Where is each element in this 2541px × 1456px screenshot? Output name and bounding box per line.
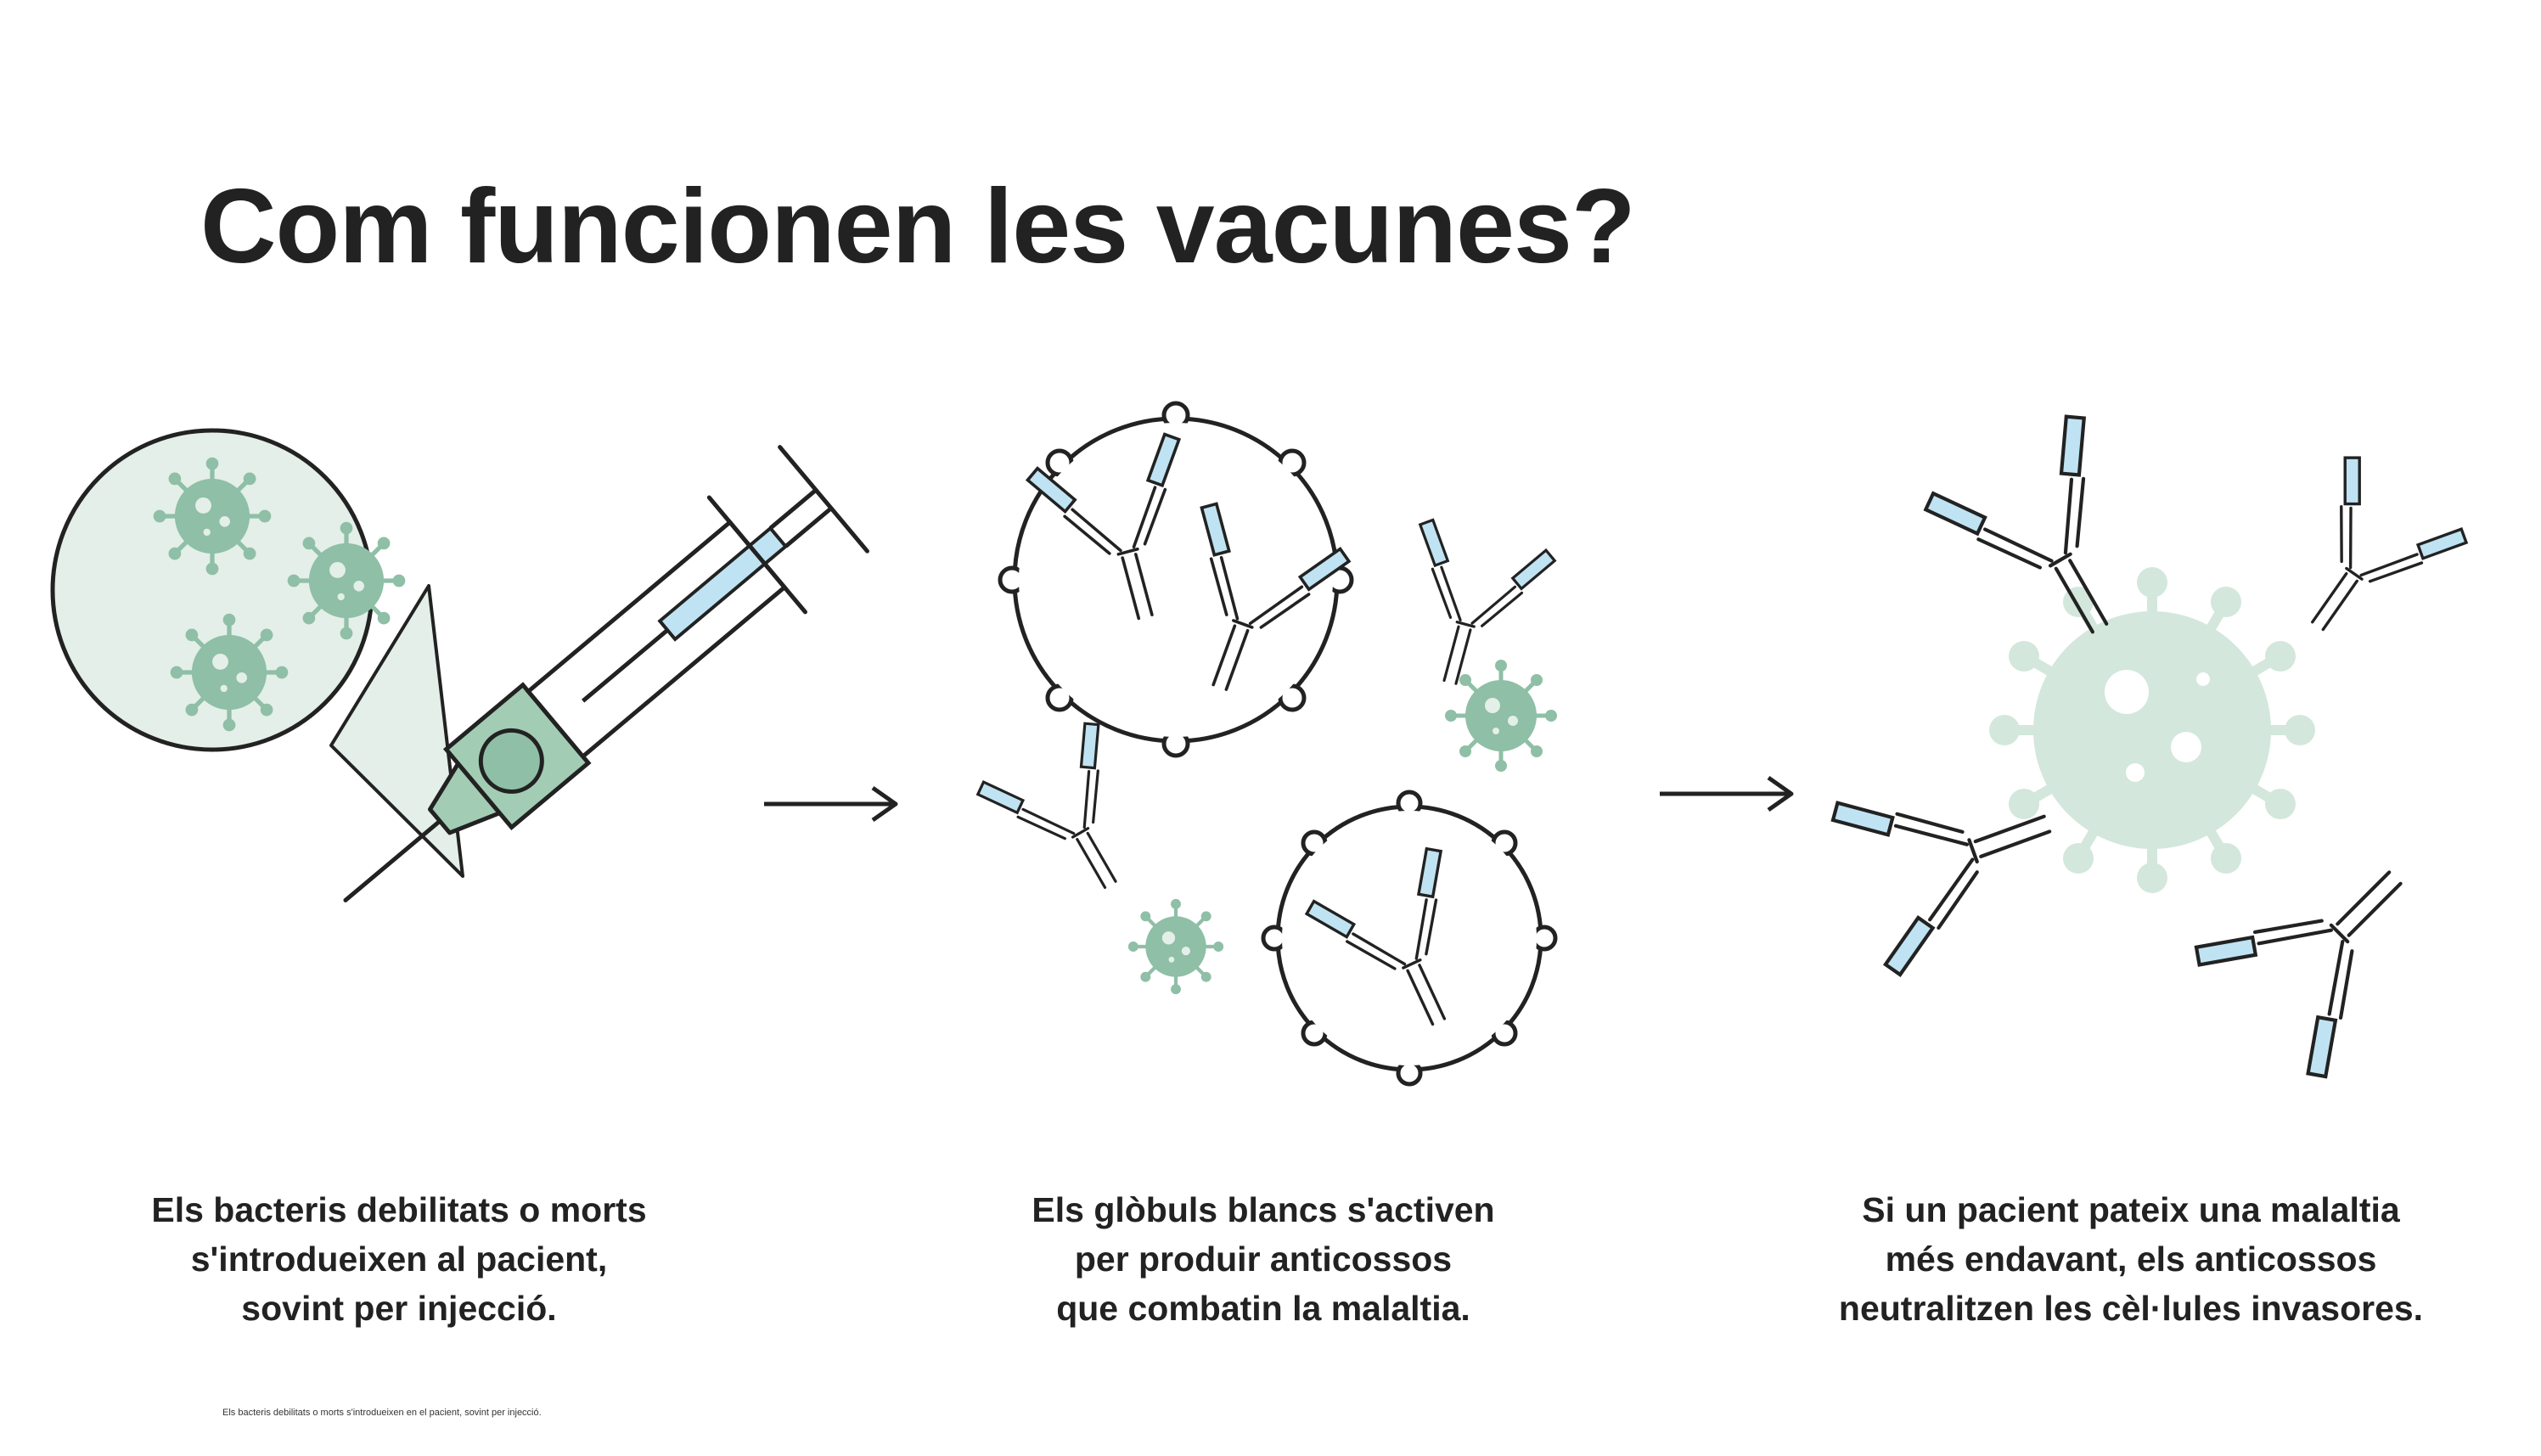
step-3-caption: Si un pacient pateix una malaltia més en… bbox=[1838, 1190, 2424, 1328]
virus-icon bbox=[1445, 660, 1557, 772]
antibody-icon bbox=[972, 717, 1172, 921]
white-blood-cell-icon bbox=[998, 401, 1354, 758]
antibody-icon bbox=[1381, 515, 1559, 702]
white-blood-cell-icon bbox=[1261, 790, 1558, 1087]
virus-icon bbox=[1989, 567, 2315, 893]
virus-icon bbox=[171, 614, 289, 732]
virus-icon bbox=[154, 458, 272, 576]
syringe-illustration bbox=[50, 428, 869, 902]
arrow-right-icon-head bbox=[1767, 775, 1794, 812]
syringe-icon bbox=[343, 445, 869, 902]
step-1-caption: Els bacteris debilitats o morts s'introd… bbox=[151, 1190, 647, 1328]
arrow-right-icon-head bbox=[871, 785, 898, 823]
virus-icon bbox=[1128, 899, 1223, 994]
footnote: Els bacteris debilitats o morts s'introd… bbox=[222, 1408, 542, 1418]
virus-icon bbox=[288, 522, 406, 640]
white-blood-cells-illustration bbox=[972, 401, 1559, 1087]
neutralization-illustration bbox=[1828, 409, 2473, 1083]
antibody-icon bbox=[2255, 449, 2473, 670]
magnifier-cone bbox=[329, 584, 464, 878]
step-2-caption: Els glòbuls blancs s'activen per produir… bbox=[1032, 1190, 1495, 1328]
antibody-icon bbox=[1828, 738, 2078, 978]
page-title: Com funcionen les vacunes? bbox=[200, 168, 1636, 285]
